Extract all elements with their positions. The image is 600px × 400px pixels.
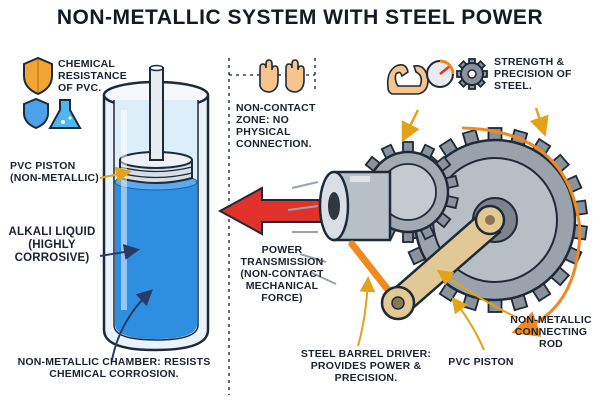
label-chamber: NON-METALLIC CHAMBER: RESISTS CHEMICAL C… — [17, 356, 211, 380]
pointer-steel-right — [529, 107, 549, 137]
label-chemical-resistance: CHEMICAL RESISTANCE OF PVC. — [58, 58, 127, 94]
label-pvc-piston-right: PVC PISTON — [448, 356, 514, 368]
label-strength-precision: STRENGTH & PRECISION OF STEEL. — [494, 56, 572, 92]
pointer-piston-right — [451, 296, 485, 351]
pointer-steel-left — [401, 109, 420, 143]
pvc-cylinder — [102, 64, 210, 352]
alkali-liquid — [115, 182, 197, 339]
pointer-piston — [99, 166, 132, 183]
label-steel-barrel: STEEL BARREL DRIVER: PROVIDES POWER & PR… — [300, 348, 432, 384]
pointer-rod — [436, 269, 519, 319]
gear-icon — [456, 58, 488, 90]
pointer-chamber — [111, 289, 153, 361]
pointer-liquid — [99, 244, 140, 260]
motion-streaks — [287, 181, 337, 285]
label-power-transmission: POWER TRANSMISSION (NON-CONTACT MECHANIC… — [240, 244, 324, 304]
pointer-barrel — [357, 276, 376, 347]
power-arrow — [217, 186, 323, 236]
label-non-contact-zone: NON-CONTACT ZONE: NO PHYSICAL CONNECTION… — [236, 102, 316, 150]
connecting-rod — [380, 204, 506, 321]
flexed-arm-icon — [386, 64, 429, 95]
hand-stop-icon — [259, 59, 305, 93]
label-alkali-liquid: ALKALI LIQUID (HIGHLY CORROSIVE) — [8, 226, 96, 264]
rotation-arrow — [461, 126, 582, 337]
steel-barrel-driver — [318, 170, 392, 242]
gauge-icon — [426, 59, 455, 88]
label-connecting-rod: NON-METALLIC CONNECTING ROD — [510, 314, 592, 350]
shield-icon — [23, 56, 53, 96]
diagram-title: NON-METALLIC SYSTEM WITH STEEL POWER — [56, 6, 544, 29]
label-pvc-piston-left: PVC PISTON (NON-METALLIC) — [10, 160, 99, 184]
shield-small-icon — [23, 97, 49, 130]
flask-icon — [48, 99, 82, 129]
